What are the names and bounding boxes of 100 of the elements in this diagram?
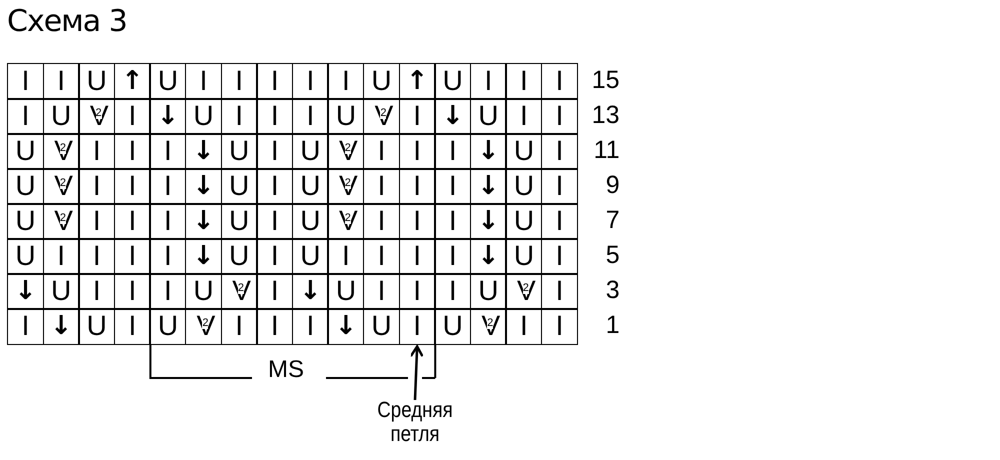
stitch-cell: U: [185, 98, 222, 134]
stitch-cell: I: [42, 63, 80, 100]
stitch-cell: ↓: [470, 133, 507, 170]
leader-arrow: [410, 345, 424, 400]
stitch-cell: U: [292, 133, 329, 170]
stitch-cell: I: [149, 168, 186, 204]
stitch-cell: I: [114, 238, 151, 274]
stitch-cell: U: [470, 98, 507, 134]
stitch-cell: U: [42, 98, 80, 134]
stitch-cell: I: [42, 238, 80, 274]
stitch-cell: I: [78, 238, 116, 274]
stitch-cell: I: [327, 63, 364, 100]
stitch-cell: I: [363, 273, 400, 310]
stitch-cell: ↓: [42, 308, 80, 344]
stitch-cell: U: [149, 308, 186, 344]
stitch-cell: U: [78, 308, 116, 344]
stitch-cell: ↓: [185, 133, 222, 170]
row-number: 15: [590, 66, 620, 95]
stitch-cell: U: [363, 63, 400, 100]
stitch-cell: U: [505, 133, 542, 170]
row-number: 1: [604, 311, 620, 340]
row-number: 5: [604, 241, 620, 270]
row-number: 13: [590, 101, 620, 130]
row-number: 11: [592, 136, 620, 165]
stitch-cell: U: [505, 203, 542, 240]
stitch-cell: I: [78, 133, 116, 170]
stitch-cell: U: [7, 168, 44, 204]
stitch-cell: U: [434, 63, 472, 100]
stitch-cell: I: [220, 308, 258, 344]
stitch-cell: I: [470, 63, 507, 100]
row-number: 7: [604, 206, 620, 235]
stitch-cell: I: [434, 203, 472, 240]
stitch-cell: I: [398, 238, 436, 274]
stitch-cell: I: [541, 273, 578, 310]
stitch-cell: I: [434, 133, 472, 170]
stitch-cell: I: [398, 98, 436, 134]
stitch-cell: U: [42, 273, 80, 310]
stitch-cell: I: [149, 238, 186, 274]
stitch-cell: I: [292, 63, 329, 100]
stitch-cell: I: [256, 63, 294, 100]
stitch-cell: I: [398, 308, 436, 344]
stitch-cell: ↓: [292, 273, 329, 310]
stitch-cell: I: [256, 133, 294, 170]
stitch-cell: I: [363, 168, 400, 204]
stitch-cell: I: [363, 203, 400, 240]
stitch-cell: ↓: [185, 238, 222, 274]
stitch-cell: I: [505, 98, 542, 134]
stitch-cell: U: [327, 98, 364, 134]
stitch-cell: I: [220, 98, 258, 134]
stitch-cell: U: [220, 203, 258, 240]
row-number: 9: [604, 171, 620, 200]
stitch-cell: U: [185, 273, 222, 310]
stitch-cell: U: [505, 238, 542, 274]
stitch-cell: I: [541, 238, 578, 274]
stitch-cell: I: [114, 308, 151, 344]
chart-title: Схема 3: [7, 4, 127, 39]
stitch-cell: I: [114, 273, 151, 310]
stitch-cell: I: [7, 63, 44, 100]
stitch-cell: U: [292, 238, 329, 274]
stitch-cell: ↓: [7, 273, 44, 310]
stitch-cell: U: [7, 133, 44, 170]
stitch-cell: I: [185, 63, 222, 100]
stitch-cell: I: [149, 203, 186, 240]
stitch-cell: U: [470, 273, 507, 310]
stitch-cell: I: [363, 238, 400, 274]
stitch-cell: U: [149, 63, 186, 100]
stitch-cell: U: [434, 308, 472, 344]
stitch-cell: U: [220, 133, 258, 170]
stitch-cell: I: [398, 168, 436, 204]
stitch-cell: I: [434, 273, 472, 310]
stitch-cell: I: [256, 168, 294, 204]
stitch-cell: U: [363, 308, 400, 344]
row-number: 3: [604, 276, 620, 305]
stitch-cell: U: [7, 238, 44, 274]
stitch-cell: I: [7, 98, 44, 134]
stitch-cell: I: [327, 238, 364, 274]
stitch-cell: I: [256, 308, 294, 344]
stitch-cell: ↓: [434, 98, 472, 134]
repeat-label: MS: [268, 356, 304, 384]
stitch-cell: I: [78, 203, 116, 240]
stitch-cell: I: [541, 203, 578, 240]
stitch-cell: I: [114, 98, 151, 134]
stitch-cell: ↓: [185, 203, 222, 240]
stitch-cell: I: [149, 133, 186, 170]
stitch-cell: I: [292, 308, 329, 344]
stitch-cell: U: [505, 168, 542, 204]
stitch-cell: I: [505, 63, 542, 100]
stitch-cell: I: [363, 133, 400, 170]
stitch-cell: I: [541, 308, 578, 344]
stitch-cell: ↓: [470, 238, 507, 274]
stitch-cell: I: [256, 273, 294, 310]
stitch-cell: ↓: [470, 203, 507, 240]
stitch-cell: U: [220, 168, 258, 204]
stitch-cell: I: [398, 273, 436, 310]
stitch-cell: I: [114, 168, 151, 204]
stitch-cell: ↑: [398, 63, 436, 100]
stitch-cell: U: [327, 273, 364, 310]
stitch-cell: I: [256, 98, 294, 134]
stitch-cell: ↑: [114, 63, 151, 100]
stitch-cell: I: [541, 98, 578, 134]
